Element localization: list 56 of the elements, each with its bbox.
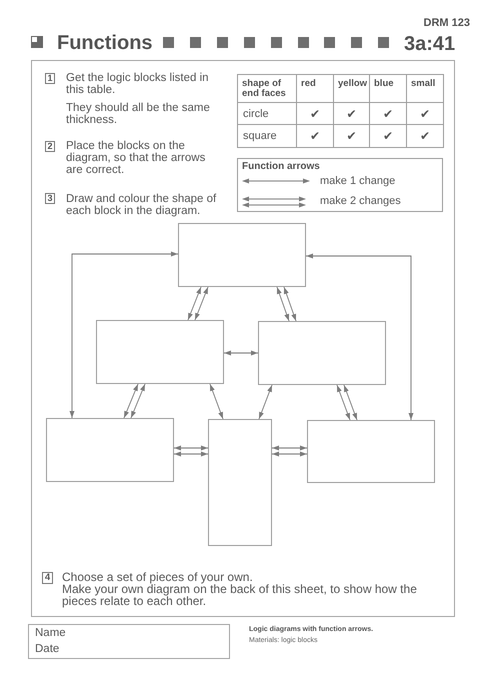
sheet-code: DRM 123: [424, 17, 470, 29]
tick-mark: ✔: [382, 130, 394, 142]
double-headed-arrow: [70, 252, 178, 418]
double-headed-arrow: [224, 350, 258, 356]
field-label: Name: [35, 627, 66, 639]
legend-title: Function arrows: [242, 161, 320, 172]
tick-mark: ✔: [310, 108, 320, 120]
blank-box: [307, 420, 435, 483]
step-number: 3: [45, 193, 55, 204]
row-header: square: [243, 130, 277, 142]
tick-mark: ✔: [420, 130, 430, 142]
double-headed-arrow: [336, 384, 350, 420]
instruction-text: Place the blocks on the diagram, so that the arrows are correct.: [66, 140, 206, 176]
column-header: yellow: [338, 79, 368, 89]
double-headed-arrow: [188, 286, 202, 320]
double-headed-arrow: [258, 384, 272, 420]
double-headed-arrow: [130, 384, 146, 418]
double-headed-arrow: [174, 452, 208, 456]
double-headed-arrow: [276, 286, 290, 322]
blank-box: [178, 223, 306, 287]
legend-text: make 1 change: [320, 175, 396, 187]
double-headed-arrow: [306, 254, 414, 420]
double-headed-arrow: [272, 446, 308, 450]
double-headed-arrow: [174, 446, 208, 450]
double-headed-arrow: [124, 384, 138, 418]
instruction-text: Draw and colour the shape of each block in the diagram.: [66, 193, 218, 217]
field-label: Date: [35, 643, 60, 655]
column-header: red: [301, 79, 316, 89]
page-reference: 3a:41: [404, 34, 456, 54]
tick-mark: ✔: [346, 108, 357, 120]
double-headed-arrow: [210, 384, 224, 420]
step-number: 2: [45, 141, 55, 152]
column-header: shape of end faces: [242, 79, 287, 99]
tick-mark: ✔: [310, 130, 320, 142]
double-headed-arrow: [284, 286, 296, 322]
blank-box: [208, 419, 272, 546]
blank-box: [96, 320, 224, 384]
row-header: circle: [243, 108, 269, 120]
column-header: small: [411, 79, 436, 89]
legend-text: make 2 changes: [320, 195, 401, 207]
instruction-text: Choose a set of pieces of your own.: [62, 571, 253, 583]
blank-box: [46, 418, 174, 482]
column-header: blue: [374, 79, 394, 89]
double-headed-arrow: [194, 286, 208, 320]
tick-mark: ✔: [420, 108, 430, 120]
blank-box: [258, 321, 386, 385]
instruction-text: Make your own diagram on the back of this sheet, to show how the pieces relate to each other.: [62, 583, 418, 607]
double-headed-arrow: [344, 384, 358, 420]
tick-mark: ✔: [346, 130, 357, 142]
step-number: 4: [42, 572, 53, 584]
page-title: Functions: [57, 33, 153, 53]
instruction-text: Get the logic blocks listed in this table.: [66, 72, 210, 96]
double-headed-arrow: [272, 452, 308, 456]
tick-mark: ✔: [382, 108, 394, 120]
step-number: 1: [45, 73, 55, 84]
instruction-text: They should all be the same thickness.: [66, 102, 211, 126]
